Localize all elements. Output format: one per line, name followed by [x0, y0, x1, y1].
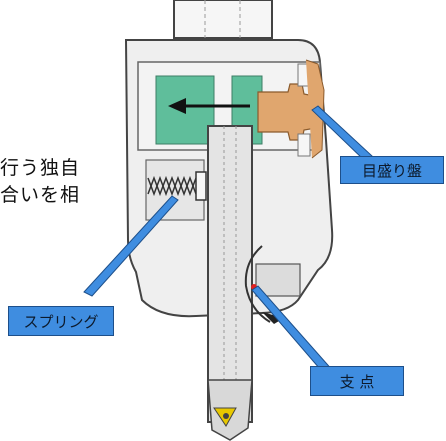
- shank-top: [173, 0, 273, 39]
- callout-leaders: [83, 105, 373, 377]
- cut-off-text-line-2: 合いを相: [0, 184, 81, 206]
- spring-icon: [147, 171, 207, 201]
- callout-spring: スプリング: [8, 306, 114, 336]
- callout-fulcrum: 支 点: [310, 366, 404, 396]
- cut-off-text-line-1: 行う独自: [0, 157, 81, 179]
- dial-mechanism: [257, 59, 325, 159]
- callout-dial: 目盛り盤: [340, 156, 444, 184]
- boring-bar: [207, 125, 253, 441]
- movement-arrow: [168, 98, 250, 114]
